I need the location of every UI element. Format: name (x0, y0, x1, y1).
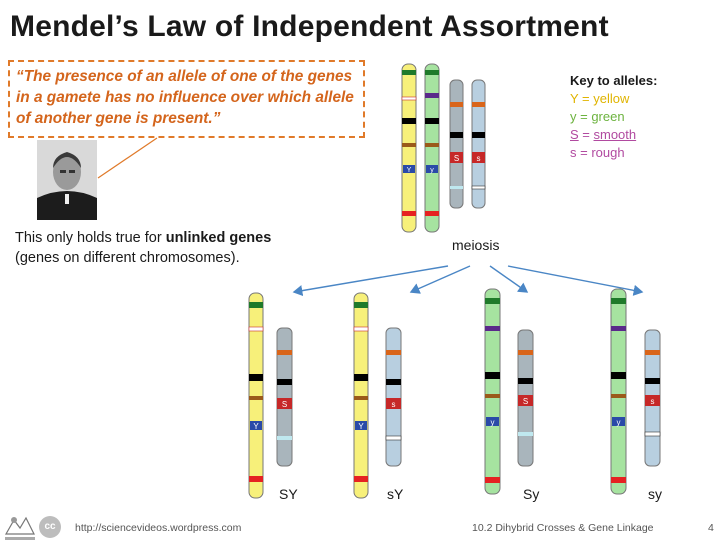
key-green: y = green (570, 109, 625, 124)
page-title: Mendel’s Law of Independent Assortment (10, 10, 609, 43)
gamete-2-short-chromosome (385, 327, 402, 467)
gamete-label-2: sY (387, 486, 404, 502)
note-emphasis: unlinked genes (165, 230, 272, 246)
footer-course: 10.2 Dihybrid Crosses & Gene Linkage (472, 522, 654, 534)
allele-label: s (651, 397, 655, 406)
allele-label: Y (407, 167, 412, 174)
key-smooth: S = smooth (570, 126, 657, 144)
sciencevideos-logo (2, 510, 38, 544)
parent-grey-short-chromosome (449, 79, 464, 209)
allele-label: y (491, 418, 495, 427)
key-yellow: Y = yellow (570, 90, 657, 108)
key-title: Key to alleles: (570, 73, 658, 88)
arrow-to-sy-1 (292, 265, 449, 297)
gamete-1-long-chromosome (248, 292, 264, 499)
allele-label: Y (253, 422, 259, 431)
footer-url[interactable]: http://sciencevideos.wordpress.com (75, 522, 242, 534)
arrow-to-sy-3 (489, 265, 529, 293)
meiosis-label: meiosis (452, 237, 500, 253)
allele-label: s (477, 154, 481, 163)
key-smooth-letter: S (570, 127, 579, 142)
arrow-to-sy-2 (409, 265, 471, 294)
footer-page-number: 4 (708, 522, 714, 534)
allele-label: s (392, 400, 396, 409)
key-smooth-word: smooth (593, 127, 637, 142)
arrow-to-sy-4 (507, 265, 644, 296)
parent-yellow-long-chromosome (401, 63, 417, 233)
allele-key: Key to alleles: Y = yellow y = green S =… (570, 72, 657, 162)
note-prefix: This only holds true for (15, 230, 166, 246)
key-yellow-text: = yellow (578, 91, 630, 106)
allele-label: y (617, 418, 621, 427)
gamete-1-short-chromosome (276, 327, 293, 467)
unlinked-genes-note: This only holds true for unlinked genes … (15, 228, 345, 268)
gamete-label-1: SY (279, 486, 298, 502)
key-smooth-sep: = (578, 127, 594, 142)
gamete-2-long-chromosome (353, 292, 369, 499)
creative-commons-icon: cc (39, 516, 61, 538)
gamete-4-long-chromosome (610, 288, 627, 495)
gamete-3-long-chromosome (484, 288, 501, 495)
mendel-portrait (37, 140, 97, 220)
gamete-4-short-chromosome (644, 329, 661, 467)
mendel-quote: “The presence of an allele of one of the… (8, 60, 365, 138)
speech-pointer (97, 137, 158, 179)
allele-label: S (454, 154, 459, 163)
allele-label: S (523, 397, 528, 406)
gamete-label-4: sy (648, 486, 662, 502)
gamete-3-short-chromosome (517, 329, 534, 467)
parent-blue-short-chromosome (471, 79, 486, 209)
key-rough: s = rough (570, 145, 625, 160)
allele-label: Y (358, 422, 364, 431)
note-suffix: (genes on different chromosomes). (15, 250, 240, 266)
gamete-label-3: Sy (523, 486, 540, 502)
allele-label: y (430, 167, 434, 174)
parent-green-long-chromosome (424, 63, 440, 233)
allele-label: S (282, 400, 287, 409)
key-yellow-letter: Y (570, 91, 579, 106)
